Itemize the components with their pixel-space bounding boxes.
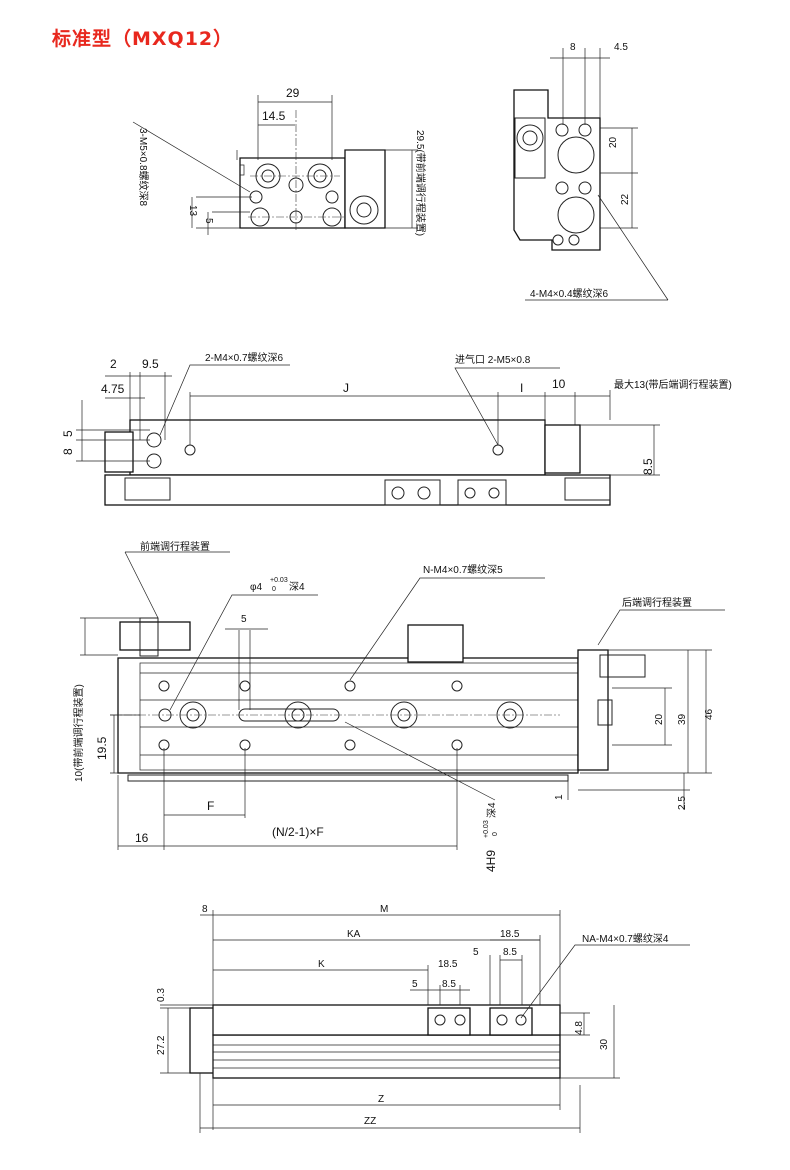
slot-tol-upper: +0.03 [483,820,490,838]
dim-10-note: 10(带前端调行程装置) [72,684,85,782]
dim-ZZ: ZZ [364,1116,376,1127]
dim-K: K [318,959,325,970]
dim-13: 13 [187,205,198,217]
thread-note: NA-M4×0.7螺纹深4 [582,932,669,945]
front-adjuster-label: 前端调行程装置 [140,540,210,553]
dim-I: I [520,381,523,395]
dim-4-5: 4.5 [614,42,628,53]
dim-1: 1 [554,794,565,800]
dim-27-2: 27.2 [156,1035,167,1055]
side-view: 8 4.5 20 22 4-M4×0.4螺纹深6 [513,42,669,301]
slot-depth: 深4 [486,802,498,818]
dim-29-5: 29.5(带前端调行程装置) [414,130,427,236]
dim-18-5-b: 18.5 [438,959,458,970]
thread-note: 3-M5×0.8螺纹深8 [137,128,150,207]
dim-4-8: 4.8 [574,1021,585,1035]
slot-tol-lower: 0 [492,832,499,836]
dim-5-a: 5 [473,947,479,958]
bottom-view: 8 M KA 18.5 5 8.5 NA-M4×0.7螺纹深4 K 18.5 5… [156,904,690,1133]
dim-20: 20 [608,136,619,148]
thread-note: N-M4×0.7螺纹深5 [423,563,503,576]
dim-16: 16 [135,831,149,845]
dim-30: 30 [599,1038,610,1050]
pin-hole-tol-upper: +0.03 [270,577,288,584]
front-view: 2 9.5 4.75 2-M4×0.7螺纹深6 J 进气口 2-M5×0.8 I… [61,351,732,506]
top-view: 29 14.5 3-M5×0.8螺纹深8 13 5 29.5(带前端调行程装置) [132,86,427,236]
dim-29: 29 [286,86,300,100]
pin-hole-depth: 深4 [289,581,305,593]
dim-5-b: 5 [412,979,418,990]
plan-view: 前端调行程装置 φ4 +0.03 0 深4 N-M4×0.7螺纹深5 5 后端调… [72,540,725,872]
dim-5: 5 [61,430,75,437]
dim-8-5-b: 8.5 [442,979,456,990]
pin-hole-tol-lower: 0 [272,586,276,593]
rear-adjuster-label: 后端调行程装置 [622,596,692,609]
dim-18-5-a: 18.5 [500,929,520,940]
dim-8: 8 [202,904,208,915]
dim-5: 5 [203,218,214,224]
dim-8-5-a: 8.5 [503,947,517,958]
dim-22: 22 [620,193,631,205]
dim-8: 8 [61,448,75,455]
dim-J: J [343,381,349,395]
dim-10: 10 [552,377,566,391]
dim-F: F [207,799,214,813]
dim-2-5: 2.5 [677,796,688,810]
dim-39: 39 [677,713,688,725]
pitch-formula: (N/2-1)×F [272,825,324,839]
page-title: 标准型（MXQ12） [52,28,234,50]
dim-4-75: 4.75 [101,382,125,396]
thread-note: 2-M4×0.7螺纹深6 [205,351,284,364]
dim-M: M [380,904,388,915]
dim-0-3: 0.3 [156,988,167,1002]
dim-8: 8 [570,42,576,53]
port-note: 进气口 2-M5×0.8 [455,353,531,366]
dim-20: 20 [654,713,665,725]
dim-KA: KA [347,929,361,940]
dim-9-5: 9.5 [142,357,159,371]
slot-main: 4H9 [484,850,498,872]
pin-hole-main: φ4 [250,582,262,593]
dim-2: 2 [110,357,117,371]
dim-14-5: 14.5 [262,109,286,123]
dim-Z: Z [378,1094,384,1105]
thread-note: 4-M4×0.4螺纹深6 [530,287,609,300]
dim-19-5: 19.5 [95,736,109,760]
dim-46: 46 [704,708,715,720]
dim-5: 5 [241,614,247,625]
max-stroke-note: 最大13(带后端调行程装置) [614,378,732,391]
dim-8-5: 8.5 [641,458,655,475]
